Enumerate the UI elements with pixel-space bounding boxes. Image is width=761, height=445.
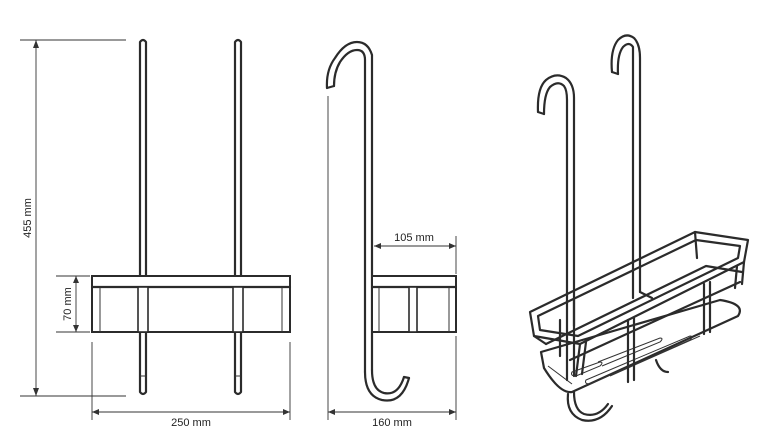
front-right-rod — [233, 38, 243, 396]
dimension-depth: 160 mm — [327, 96, 457, 429]
iso-left-hook — [536, 74, 576, 378]
label-70mm: 70 mm — [62, 287, 74, 321]
isometric-view — [528, 34, 750, 422]
side-bottom-hook — [370, 368, 406, 395]
front-left-rod — [138, 38, 148, 396]
side-top-hook — [325, 40, 374, 372]
front-basket — [91, 275, 291, 333]
label-250mm: 250 mm — [171, 417, 211, 429]
dimension-height-total: 455 mm — [20, 39, 126, 397]
iso-bottom-tray — [539, 298, 741, 394]
label-105mm: 105 mm — [394, 232, 434, 244]
iso-right-hook — [610, 34, 642, 294]
label-160mm: 160 mm — [372, 417, 412, 429]
dimension-basket-depth: 105 mm — [374, 232, 457, 274]
front-view — [90, 38, 292, 396]
label-455mm: 455 mm — [22, 198, 34, 238]
side-view — [325, 40, 458, 402]
dimension-width: 250 mm — [91, 342, 291, 429]
dimension-basket-height: 70 mm — [56, 275, 90, 333]
